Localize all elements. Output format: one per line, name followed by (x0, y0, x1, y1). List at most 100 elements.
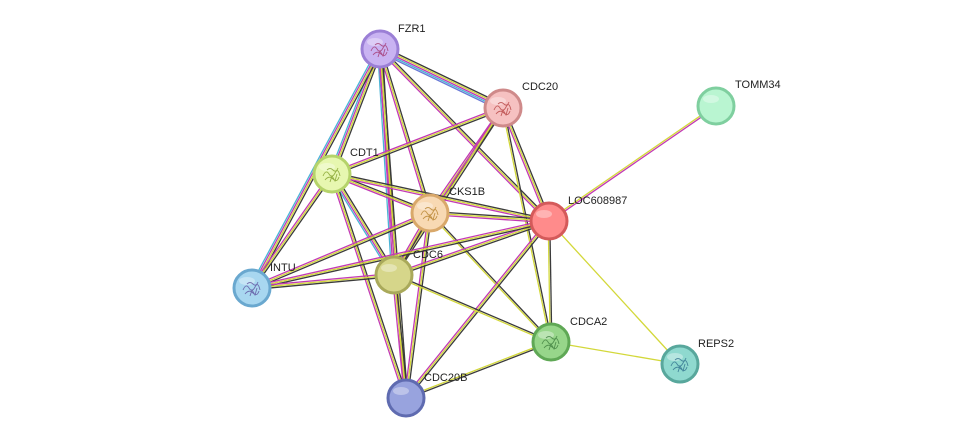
node-circle[interactable] (386, 378, 426, 418)
edge-evidence-line (252, 221, 550, 291)
edge-loc608987-intu[interactable] (251, 218, 550, 291)
node-cks1b[interactable]: CKS1B (410, 186, 485, 233)
node-highlight (381, 264, 397, 272)
edge-evidence-line (379, 48, 504, 109)
edge-evidence-line (428, 213, 551, 343)
edge-evidence-line (380, 47, 551, 221)
edge-evidence-line (377, 49, 430, 214)
node-cdc6[interactable]: CDC6 (374, 249, 443, 295)
node-cdt1[interactable]: CDT1 (312, 147, 379, 194)
edge-cdc6-intu[interactable] (251, 272, 395, 291)
protein-structure-icon (370, 42, 389, 58)
edge-fzr1-cks1b[interactable] (377, 48, 433, 214)
edge-evidence-line (332, 171, 550, 221)
node-circle[interactable] (360, 29, 400, 69)
edge-evidence-line (252, 174, 334, 290)
edge-loc608987-reps2[interactable] (548, 220, 681, 365)
node-label: CDC20 (522, 81, 558, 93)
edge-evidence-line (329, 174, 406, 399)
edge-evidence-line (394, 274, 409, 398)
edge-cdc6-cdc20b[interactable] (391, 274, 409, 399)
edge-evidence-line (332, 108, 504, 177)
edge-cdca2-cdc20b[interactable] (405, 340, 552, 400)
edge-cks1b-loc608987[interactable] (429, 210, 550, 224)
edge-evidence-line (502, 107, 550, 222)
node-circle[interactable] (232, 268, 272, 308)
node-circle[interactable] (312, 154, 352, 194)
node-loc608987[interactable]: LOC608987 (529, 195, 627, 241)
edge-evidence-line (550, 341, 681, 365)
edge-evidence-line (500, 108, 549, 222)
node-circle[interactable] (696, 86, 736, 126)
node-circle[interactable] (410, 193, 450, 233)
edge-cdt1-intu[interactable] (250, 172, 334, 290)
edge-evidence-line (333, 49, 383, 176)
node-highlight (703, 95, 719, 103)
edge-evidence-line (430, 212, 553, 342)
edge-evidence-line (252, 275, 395, 291)
edge-evidence-line (380, 48, 433, 213)
edge-evidence-line (429, 212, 550, 222)
node-label: TOMM34 (735, 79, 781, 91)
edge-evidence-line (380, 48, 409, 398)
node-circle[interactable] (483, 88, 523, 128)
edge-cks1b-cdc20b[interactable] (403, 212, 433, 399)
node-intu[interactable]: INTU (232, 262, 296, 308)
protein-structure-icon (242, 281, 261, 297)
edge-fzr1-cdt1[interactable] (329, 47, 383, 176)
node-circle[interactable] (660, 344, 700, 384)
node-tomm34[interactable]: TOMM34 (696, 79, 781, 126)
edge-cdc6-cdca2[interactable] (393, 273, 552, 344)
edge-evidence-line (406, 342, 552, 400)
edge-evidence-line (503, 107, 552, 221)
node-reps2[interactable]: REPS2 (660, 338, 734, 384)
node-circle[interactable] (374, 255, 414, 295)
protein-structure-icon (493, 101, 512, 117)
edge-evidence-line (250, 172, 332, 288)
edge-evidence-line (429, 213, 549, 224)
edge-cdt1-cdc20b[interactable] (329, 173, 409, 399)
edge-loc608987-cdca2[interactable] (547, 220, 553, 343)
protein-structure-icon (322, 167, 341, 183)
node-label: CDT1 (350, 147, 379, 159)
edge-cdca2-reps2[interactable] (550, 341, 681, 365)
edge-evidence-line (381, 45, 505, 106)
edge-evidence-line (251, 173, 333, 289)
edge-evidence-line (380, 46, 504, 108)
edge-evidence-line (331, 105, 503, 174)
edge-fzr1-cdc20b[interactable] (377, 48, 409, 399)
node-cdc20[interactable]: CDC20 (483, 81, 558, 128)
edge-evidence-line (548, 104, 716, 221)
edge-evidence-line (251, 218, 549, 288)
node-circle[interactable] (529, 201, 569, 241)
edge-evidence-line (393, 275, 551, 344)
edge-fzr1-cdc20[interactable] (378, 45, 505, 112)
node-circle[interactable] (531, 322, 571, 362)
edge-cks1b-cdca2[interactable] (428, 212, 553, 343)
edge-evidence-line (376, 49, 393, 276)
edge-evidence-line (404, 219, 549, 398)
node-cdc20b[interactable]: CDC20B (386, 372, 467, 418)
edge-cdc20-loc608987[interactable] (500, 107, 552, 222)
node-fzr1[interactable]: FZR1 (360, 23, 426, 69)
edge-cks1b-intu[interactable] (251, 210, 431, 291)
node-cdca2[interactable]: CDCA2 (531, 316, 607, 362)
edge-evidence-line (503, 107, 553, 342)
edge-evidence-line (252, 213, 431, 291)
edge-evidence-line (394, 221, 550, 278)
edge-loc608987-tomm34[interactable] (548, 104, 717, 223)
protein-structure-icon (541, 335, 560, 351)
node-label: REPS2 (698, 338, 734, 350)
edge-evidence-line (430, 210, 550, 221)
edge-evidence-line (547, 221, 551, 343)
node-label: LOC608987 (568, 195, 627, 207)
node-label: CDC20B (424, 372, 467, 384)
edge-evidence-line (333, 172, 397, 275)
edge-evidence-line (394, 273, 552, 342)
edge-cdc20-cdt1[interactable] (331, 105, 504, 177)
edge-evidence-line (391, 275, 406, 399)
edge-evidence-line (394, 108, 505, 277)
edge-evidence-line (331, 173, 407, 399)
edge-evidence-line (549, 106, 717, 223)
